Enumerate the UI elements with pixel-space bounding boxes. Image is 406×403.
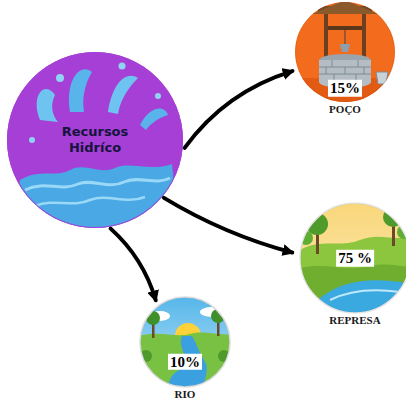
dam-circle: 75 %REPRESA: [300, 203, 406, 313]
art-path: [10, 164, 180, 240]
art-path: [330, 290, 400, 300]
arrow-connector: [164, 198, 292, 253]
percentage: 10%: [168, 354, 202, 371]
river-circle: 10%RIO: [140, 297, 230, 387]
art-g: [10, 63, 180, 241]
percentage: 75 %: [336, 250, 374, 267]
river-landscape: [138, 297, 232, 392]
circle-outline: [140, 297, 230, 387]
art-line: [345, 30, 346, 44]
circle-border: [8, 53, 183, 228]
percentage: 15%: [328, 80, 362, 97]
art-circle: [56, 74, 64, 82]
art-circle: [383, 207, 403, 227]
node-label: RIO: [174, 388, 197, 400]
art-path: [300, 236, 406, 320]
art-path: [25, 178, 170, 190]
art-circle: [29, 137, 35, 143]
art-path: [35, 197, 145, 206]
circle-border: [296, 3, 395, 102]
art-path: [37, 89, 58, 122]
well-illustration: [290, 0, 400, 108]
art-path: [140, 108, 168, 130]
art-path: [300, 265, 406, 320]
art-path: [108, 76, 138, 114]
art-circle: [300, 203, 406, 313]
art-g: [290, 0, 400, 108]
node-label: REPRESA: [328, 314, 381, 326]
well-circle: 15%POÇO: [295, 2, 395, 102]
art-rect: [324, 14, 328, 60]
circle-border: [301, 204, 406, 313]
art-circle: [295, 2, 395, 102]
art-circle: [119, 63, 126, 70]
art-rect: [362, 14, 366, 60]
node-title: Recursos Hidríco: [51, 124, 139, 157]
art-g: [138, 307, 232, 392]
art-path: [376, 72, 388, 84]
art-rect: [328, 26, 362, 30]
art-g: [299, 207, 406, 320]
circle-border: [141, 298, 230, 387]
art-circle: [140, 297, 230, 387]
node-label: POÇO: [328, 103, 362, 115]
art-path: [69, 69, 92, 112]
art-path: [340, 44, 350, 52]
arrow-connector: [111, 229, 156, 301]
art-circle: [155, 93, 161, 99]
dam-landscape: [299, 203, 406, 320]
source-circle: Recursos Hidríco: [7, 52, 183, 228]
art-circle: [306, 213, 328, 235]
art-circle: [397, 225, 406, 239]
art-path: [319, 60, 371, 82]
arrow-connector: [185, 71, 293, 148]
water-splash: [7, 52, 183, 240]
art-path: [138, 333, 232, 392]
